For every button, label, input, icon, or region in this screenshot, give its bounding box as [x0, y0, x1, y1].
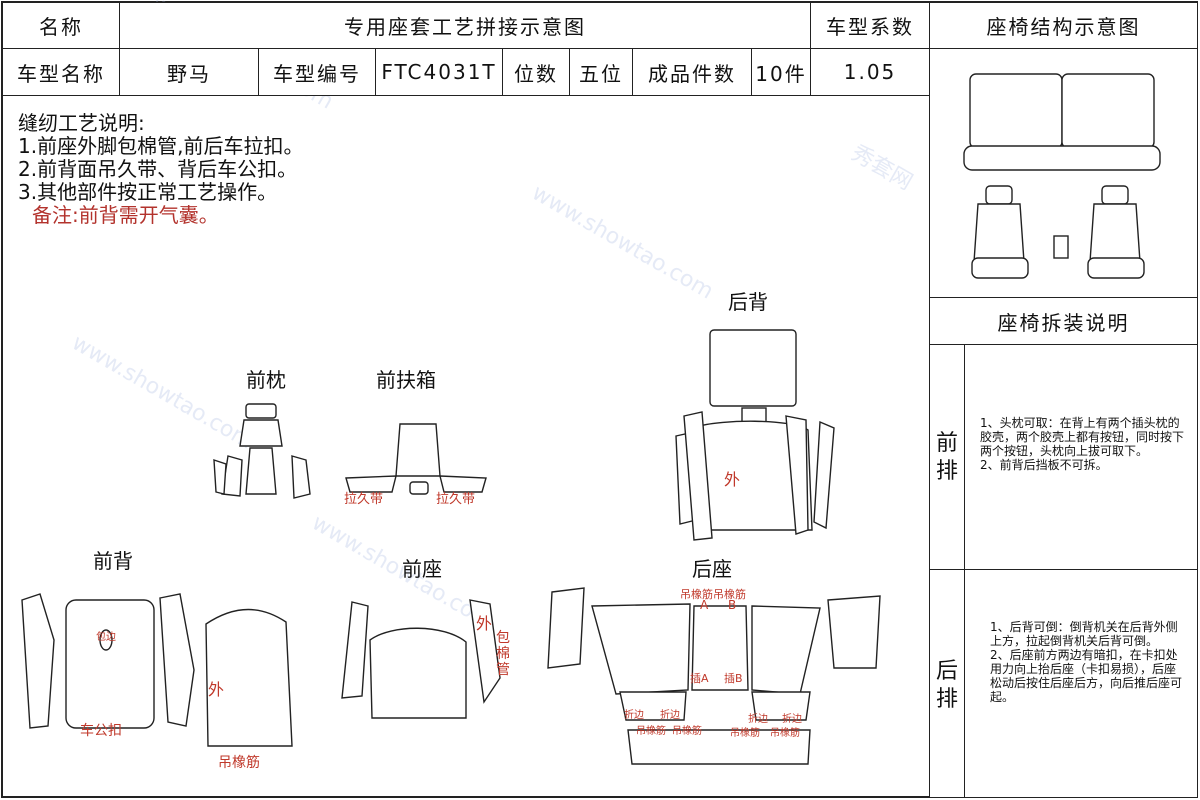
rear-back-pattern: [675, 329, 835, 541]
fold-edge-right: 折边: [748, 714, 768, 725]
hang-band-label: 吊橡筋: [218, 755, 260, 771]
front-back-pattern: [21, 593, 293, 747]
coef-value: 1.05: [810, 48, 930, 96]
model-code: FTC4031T: [375, 48, 503, 96]
notes-title: 缝纫工艺说明:: [18, 111, 145, 135]
notes-remark: 备注:前背需开气囊。: [32, 203, 219, 227]
rear-hang-band-labels: 吊橡筋吊橡筋: [680, 588, 746, 601]
rear-seat-thumbnail: [963, 73, 1161, 171]
label-front-armrest: 前扶箱: [376, 368, 436, 392]
fold-edge-right-2: 折边: [782, 714, 802, 725]
hang-band-right-b: 吊橡筋: [770, 728, 800, 739]
insert-b-label: 插B: [724, 672, 743, 685]
label-front-pillow: 前枕: [246, 368, 286, 392]
hang-band-left-b: 吊橡筋: [672, 726, 702, 737]
front-pillow-pattern: [213, 403, 311, 499]
rear-seat-pattern: [547, 587, 881, 765]
notes-item: 3.其他部件按正常工艺操作。: [18, 180, 278, 204]
notes-item: 1.前座外脚包棉管,前后车拉扣。: [18, 134, 304, 158]
tag-a: A: [700, 598, 709, 612]
label-front-seat: 前座: [402, 557, 442, 581]
notes-item: 2.前背面吊久带、背后车公扣。: [18, 157, 298, 181]
front-row-instructions: 1、头枕可取：在背上有两个插头枕的胶壳，两个胶壳上都有按钮，同时按下两个按钮，头…: [980, 416, 1185, 472]
hang-band-left-a: 吊橡筋: [636, 726, 666, 737]
outer-mark-front-seat: 外: [476, 614, 493, 633]
insert-a-label: 插A: [690, 672, 709, 685]
male-buckle-label: 车公扣: [80, 723, 122, 739]
edge-wrap-label: 包边: [96, 632, 116, 643]
front-seat-thumbnail-right: [1087, 185, 1145, 279]
model-code-label: 车型编号: [258, 48, 376, 96]
outer-mark-front-back: 外: [208, 680, 225, 699]
hang-band-right-a: 吊橡筋: [730, 728, 760, 739]
struct-title: 座椅结构示意图: [929, 2, 1198, 49]
rear-row-label: 后排: [935, 659, 958, 712]
center-console-thumbnail: [1053, 235, 1069, 259]
outer-mark-rear-back: 外: [724, 470, 741, 489]
pieces-value: 10件: [751, 48, 811, 96]
fold-edge-left-2: 折边: [660, 710, 680, 721]
wrap-tube-label: 包棉管: [496, 630, 510, 678]
sewing-notes: 缝纫工艺说明: 1.前座外脚包棉管,前后车拉扣。 2.前背面吊久带、背后车公扣。…: [18, 112, 303, 227]
model-name: 野马: [119, 48, 259, 96]
front-row-text-cell: [964, 344, 1198, 570]
model-name-label: 车型名称: [2, 48, 120, 96]
front-row-label: 前排: [935, 431, 958, 484]
front-seat-thumbnail-left: [971, 185, 1029, 279]
seats-value: 五位: [569, 48, 633, 96]
seats-label: 位数: [502, 48, 570, 96]
pull-strap-left: 拉久带: [344, 492, 384, 507]
disassembly-title: 座椅拆装说明: [929, 297, 1198, 345]
rear-row-cell: [929, 569, 965, 798]
coef-label: 车型系数: [810, 2, 930, 49]
front-armrest-pattern: [345, 423, 487, 495]
label-rear-seat: 后座: [692, 557, 732, 581]
label-rear-back: 后背: [728, 290, 768, 314]
tag-b: B: [728, 598, 737, 612]
fold-edge-left: 折边: [624, 710, 644, 721]
rear-row-text-cell: [964, 569, 1198, 798]
pieces-label: 成品件数: [632, 48, 752, 96]
rear-row-instructions: 1、后背可倒：倒背机关在后背外侧上方，拉起倒背机关后背可倒。 2、后座前方两边有…: [990, 620, 1183, 704]
label-front-back: 前背: [93, 549, 133, 573]
pull-strap-right: 拉久带: [436, 492, 476, 507]
front-seat-pattern: [341, 599, 501, 719]
